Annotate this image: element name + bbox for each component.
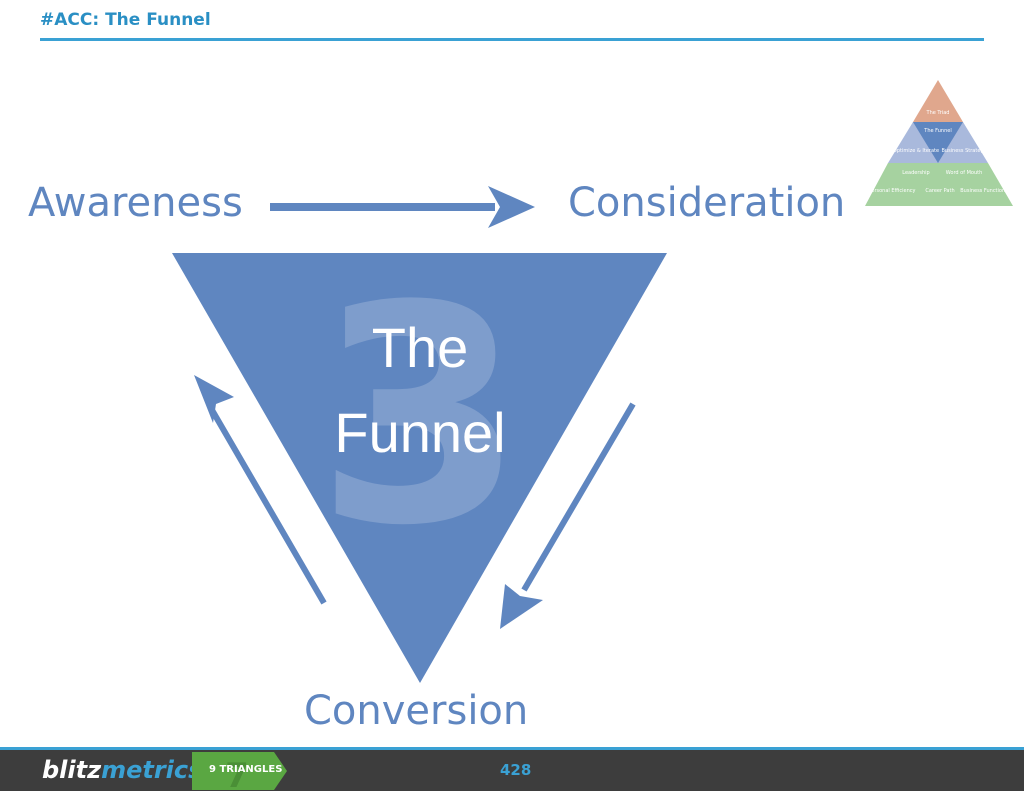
badge-label: 9 TRIANGLES bbox=[209, 764, 283, 775]
watermark-number: 3 bbox=[316, 242, 525, 591]
mini-label-personal-efficiency: Personal Efficiency bbox=[869, 188, 916, 194]
mini-label-word-of-mouth: Word of Mouth bbox=[946, 170, 983, 176]
nine-triangles-thumbnail: The Triad The Funnel Optimize & Iterate … bbox=[865, 80, 1013, 206]
blitzmetrics-logo: blitzmetrics bbox=[42, 756, 202, 784]
mini-label-leadership: Leadership bbox=[902, 170, 929, 176]
footer-accent-line bbox=[0, 747, 1024, 750]
funnel-title-line2: Funnel bbox=[334, 401, 506, 464]
page-number: 428 bbox=[500, 761, 532, 779]
stage-conversion: Conversion bbox=[304, 688, 529, 734]
mini-label-the-funnel: The Funnel bbox=[923, 128, 951, 134]
mini-label-business-functions: Business Functions bbox=[960, 188, 1008, 194]
mini-label-career-path: Career Path bbox=[925, 188, 954, 194]
slide-title: #ACC: The Funnel bbox=[40, 10, 211, 30]
arrow-consideration-to-conversion bbox=[500, 402, 636, 629]
mini-center-triangle bbox=[913, 122, 963, 163]
arrow-awareness-to-consideration bbox=[270, 186, 535, 228]
mini-bottom-band bbox=[865, 163, 1013, 206]
stage-awareness: Awareness bbox=[28, 180, 243, 226]
mini-label-the-triad: The Triad bbox=[926, 110, 950, 116]
mini-top-triangle bbox=[913, 80, 963, 122]
badge-number: 7 bbox=[225, 756, 249, 790]
title-underline bbox=[40, 38, 984, 41]
footer-bar: blitzmetrics 7 9 TRIANGLES 428 bbox=[0, 750, 1024, 791]
funnel-triangle bbox=[172, 253, 667, 683]
mini-label-optimize: Optimize & Iterate bbox=[893, 148, 939, 154]
logo-part2: metrics bbox=[101, 756, 203, 784]
arrow-conversion-to-awareness bbox=[194, 375, 327, 605]
mini-label-business-strategy: Business Strategy bbox=[941, 148, 986, 154]
nine-triangles-badge: 7 bbox=[192, 752, 287, 790]
logo-part1: blitz bbox=[42, 756, 102, 784]
funnel-title-line1: The bbox=[371, 316, 469, 379]
stage-consideration: Consideration bbox=[568, 180, 846, 226]
